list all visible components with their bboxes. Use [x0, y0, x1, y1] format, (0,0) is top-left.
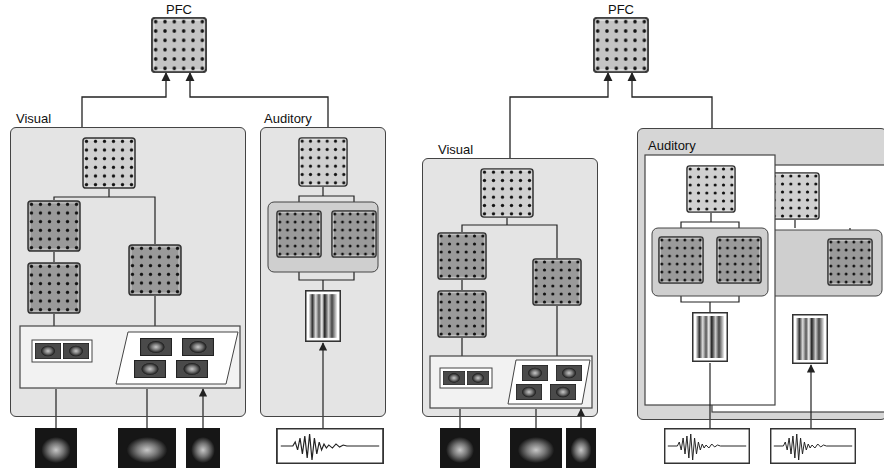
neuron-grid — [298, 137, 348, 187]
neuron-grid — [770, 172, 820, 220]
connector — [82, 73, 166, 127]
neuron-grid — [151, 17, 207, 73]
image-frame — [440, 368, 492, 388]
image-thumb — [177, 361, 208, 378]
neuron-grid — [128, 244, 182, 296]
neuron-grid — [658, 236, 704, 284]
neuron-grid — [532, 258, 582, 306]
image-frame — [32, 340, 92, 362]
input-photo — [186, 428, 220, 468]
neuron-grid — [276, 210, 322, 258]
panel-label: PFC — [608, 2, 634, 17]
neuron-grid — [686, 165, 736, 213]
connector — [632, 73, 712, 128]
neuron-grid — [437, 290, 487, 338]
spectrogram — [793, 315, 828, 364]
image-thumb — [550, 384, 575, 399]
image-thumb — [443, 371, 464, 384]
neuron-grid — [437, 232, 487, 280]
image-thumb — [516, 384, 541, 399]
image-frame — [116, 332, 238, 384]
input-photo — [118, 428, 176, 468]
neuron-grid — [331, 210, 377, 258]
neuron-grid — [27, 200, 81, 252]
waveform — [665, 429, 750, 464]
input-photo — [35, 428, 77, 468]
panel-label: PFC — [166, 2, 192, 17]
visual-panel: Visual — [422, 158, 598, 417]
input-arrow — [460, 409, 581, 428]
image-thumb — [522, 365, 547, 380]
grid-group — [652, 228, 768, 296]
image-thumb — [35, 343, 60, 358]
panel-label: Auditory — [648, 138, 696, 153]
input-arrow — [56, 389, 203, 428]
input-arrow — [710, 363, 811, 428]
panel-label: Visual — [16, 111, 51, 126]
neuron-grid — [716, 236, 762, 284]
input-strip — [430, 356, 592, 408]
waveform — [771, 429, 856, 464]
connector — [190, 73, 328, 127]
neuron-grid — [82, 137, 136, 189]
panel-label: Visual — [438, 142, 473, 157]
pfc-box: PFC — [593, 17, 649, 73]
neuron-grid — [593, 17, 649, 73]
neuron-grid — [480, 168, 534, 218]
visual-panel-ground — [422, 158, 598, 417]
input-photo — [566, 428, 596, 468]
spectrogram — [693, 313, 728, 362]
waveform — [277, 429, 383, 464]
auditory-panel: Auditory — [260, 127, 386, 417]
auditory-panel: Auditory — [637, 128, 884, 420]
image-frame — [508, 360, 590, 404]
panel-label: Auditory — [264, 111, 312, 126]
image-thumb — [467, 371, 488, 384]
connector — [510, 73, 608, 158]
grid-group — [268, 202, 378, 272]
input-photo — [510, 428, 562, 468]
image-thumb — [183, 339, 214, 356]
input-arrow — [322, 343, 323, 428]
input-photo — [440, 428, 480, 468]
image-thumb — [135, 361, 166, 378]
pfc-box: PFC — [151, 17, 207, 73]
image-thumb — [141, 339, 172, 356]
visual-panel-ground — [10, 127, 246, 417]
image-thumb — [63, 343, 88, 358]
spectrogram — [306, 291, 341, 341]
image-thumb — [556, 365, 581, 380]
input-strip — [20, 326, 240, 388]
neuron-grid — [827, 238, 873, 286]
neuron-grid — [27, 262, 81, 314]
visual-panel: Visual — [10, 127, 246, 417]
